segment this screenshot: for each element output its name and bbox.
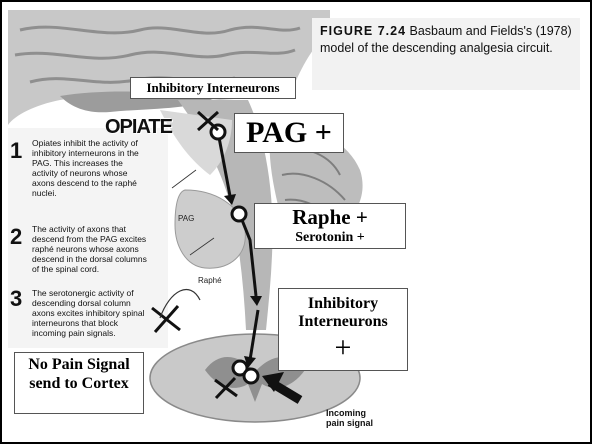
- step-3-text: The serotonergic activity of descending …: [32, 288, 148, 338]
- step-2-text: The activity of axons that descend from …: [32, 224, 148, 274]
- pag-label: PAG +: [234, 113, 344, 153]
- raphe-serotonin-label: Raphe + Serotonin +: [254, 203, 406, 249]
- step-2-number: 2: [10, 224, 22, 250]
- raphe-label: Raphe +: [255, 204, 405, 229]
- raphe-small-label: Raphé: [198, 276, 222, 285]
- pag-small-label: PAG: [178, 214, 194, 223]
- inhibitory-right-plus: +: [279, 331, 407, 365]
- figure-number: FIGURE 7.24: [320, 24, 406, 38]
- step-1-number: 1: [10, 138, 22, 164]
- inhibitory-right-line1: Inhibitory: [279, 295, 407, 313]
- inhibitory-interneurons-right-label: Inhibitory Interneurons +: [278, 288, 408, 371]
- step-3-number: 3: [10, 286, 22, 312]
- serotonin-label: Serotonin +: [255, 229, 405, 246]
- opiate-label: OPIATE: [105, 116, 172, 139]
- pag-leader-line: [172, 170, 196, 188]
- raphe-neuron: [232, 207, 246, 221]
- incoming-pain-label: Incoming pain signal: [326, 408, 386, 428]
- figure-caption: FIGURE 7.24 Basbaum and Fields's (1978) …: [312, 18, 580, 90]
- step-1-text: Opiates inhibit the activity of inhibito…: [32, 138, 148, 198]
- inhibitory-interneurons-top-label: Inhibitory Interneurons: [130, 77, 296, 99]
- inhibitory-right-line2: Interneurons: [279, 313, 407, 331]
- no-pain-label: No Pain Signal send to Cortex: [14, 352, 144, 414]
- pain-neuron: [244, 369, 258, 383]
